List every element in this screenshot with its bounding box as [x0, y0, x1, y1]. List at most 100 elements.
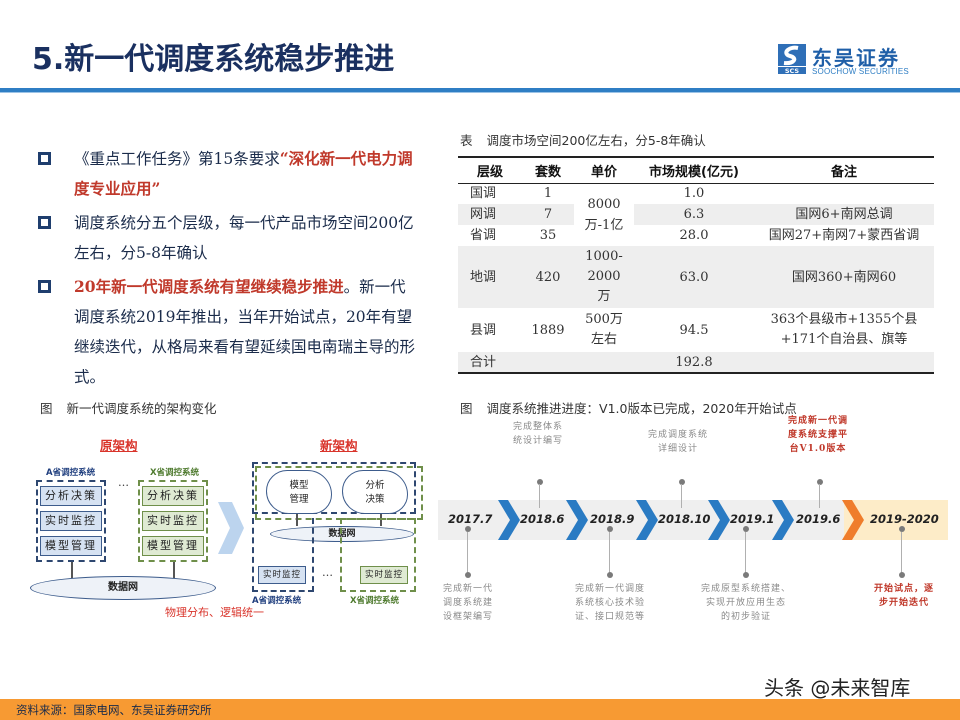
caption-prefix: 表	[460, 133, 473, 148]
milestone-dot	[743, 526, 749, 532]
milestone-date: 2018.6	[520, 512, 565, 526]
bullet-text: 《重点工作任务》第15条要求	[74, 150, 280, 168]
square-bullet-icon	[38, 280, 51, 293]
cell-count: 7	[522, 204, 574, 225]
caption-prefix: 图	[40, 401, 53, 416]
system-a-label: A省调控系统	[46, 468, 96, 478]
table-caption: 表调度市场空间200亿左右，分5-8年确认	[460, 130, 706, 149]
milestone-note: 完成调度系统详细设计	[647, 430, 708, 454]
column-header: 备注	[754, 156, 934, 184]
cell-level: 网调	[458, 204, 522, 225]
milestone-stem	[609, 532, 610, 574]
connector-line	[296, 514, 298, 526]
cell-count	[522, 352, 574, 374]
milestone-date: 2019.1	[730, 512, 775, 526]
milestone-dot	[899, 526, 905, 532]
table-row: 省调 35 28.0 国网27+南网7+蒙西省调	[458, 225, 934, 246]
bullet-text: 。新一代调度系统2019年推出，当年开始试点，20年有望继续迭代，从格局来看有望…	[74, 278, 416, 386]
milestone-note-highlight: 开始试点，逐步开始迭代	[873, 584, 934, 608]
column-header: 单价	[574, 156, 634, 184]
table-row: 网调 7 6.3 国网6+南网总调	[458, 204, 934, 225]
milestone-dot	[899, 572, 905, 578]
transform-arrow-icon	[218, 502, 244, 554]
connector-line	[380, 514, 382, 526]
chevron-right-icon	[566, 500, 588, 540]
module-realtime: 实时监控	[142, 511, 204, 531]
milestone-dot	[465, 572, 471, 578]
caption-prefix: 图	[460, 401, 473, 416]
square-bullet-icon	[38, 216, 51, 229]
system-x-label: X省调控系统	[350, 596, 400, 606]
logo-english-name: SOOCHOW SECURITIES	[812, 67, 909, 76]
cell-note	[754, 183, 934, 204]
cell-price	[574, 352, 634, 374]
cell-size: 192.8	[634, 352, 754, 374]
table-header-row: 层级 套数 单价 市场规模(亿元) 备注	[458, 156, 934, 184]
module-realtime-x: 实时监控	[360, 566, 408, 584]
module-realtime: 实时监控	[40, 511, 102, 531]
system-a-label: A省调控系统	[252, 596, 302, 606]
system-x-box	[138, 480, 208, 562]
architecture-figure-caption: 图新一代调度系统的架构变化	[40, 398, 217, 417]
architecture-footer-note: 物理分布、逻辑统一	[165, 606, 264, 619]
milestone-stem	[467, 532, 468, 574]
milestone-note: 完成整体系统设计编写	[512, 422, 563, 446]
data-network-ellipse: 数据网	[30, 576, 216, 600]
system-x-label: X省调控系统	[150, 468, 200, 478]
milestone-note: 完成原型系统搭建、实现开放应用生态的初步验证	[700, 584, 791, 622]
svg-text:SCS: SCS	[785, 67, 800, 74]
column-header: 套数	[522, 156, 574, 184]
cell-note: 国网360+南网60	[754, 246, 934, 308]
cell-note: 国网27+南网7+蒙西省调	[768, 228, 920, 243]
footer-bar: 资料来源：国家电网、东吴证券研究所	[0, 699, 960, 720]
caption-text: 调度市场空间200亿左右，分5-8年确认	[486, 133, 706, 148]
cloud-model-management: 模型管理	[266, 470, 332, 514]
ellipsis: …	[118, 476, 130, 489]
chevron-right-orange-icon	[842, 500, 864, 540]
chevron-right-icon	[636, 500, 658, 540]
milestone-dot	[465, 526, 471, 532]
caption-text: 新一代调度系统的架构变化	[66, 401, 217, 416]
milestone-date: 2019-2020	[870, 512, 939, 526]
old-architecture-title: 原架构	[100, 438, 138, 453]
milestone-dot	[743, 572, 749, 578]
milestone-date: 2018.10	[658, 512, 711, 526]
cell-level: 地调	[458, 246, 522, 308]
square-bullet-icon	[38, 152, 51, 165]
milestone-dot	[537, 479, 543, 485]
title-divider	[0, 88, 960, 93]
cell-size: 28.0	[679, 228, 709, 243]
milestone-dot	[817, 479, 823, 485]
bullet-item: 调度系统分五个层级，每一代产品市场空间200亿左右，分5-8年确认	[38, 208, 418, 268]
logo-chinese-name: 东吴证券	[812, 46, 900, 70]
milestone-note: 完成新一代调度系统建设框架编写	[442, 584, 493, 622]
milestone-date: 2018.9	[590, 512, 635, 526]
chevron-right-icon	[708, 500, 730, 540]
shared-platform-box	[252, 462, 416, 514]
cell-size: 6.3	[634, 204, 754, 225]
caption-text: 调度系统推进进度：V1.0版本已完成，2020年开始试点	[486, 401, 797, 416]
cell-level: 合计	[458, 352, 522, 374]
cell-count: 1889	[531, 322, 565, 338]
bullet-highlight: “深化新一代电力调度专业应用”	[74, 149, 413, 198]
cell-note: 363个县级市+1355个县+171个自治县、旗等	[770, 312, 918, 347]
table-row: 县调 1889 500万左右 94.5 363个县级市+1355个县+171个自…	[458, 308, 934, 352]
cell-level: 县调	[470, 322, 497, 338]
bullet-list: 《重点工作任务》第15条要求“深化新一代电力调度专业应用” 调度系统分五个层级，…	[38, 144, 418, 392]
column-header: 层级	[458, 156, 522, 184]
cell-level: 省调	[470, 228, 497, 243]
milestone-dot	[679, 479, 685, 485]
milestone-stem	[681, 484, 682, 508]
cell-note: 国网6+南网总调	[754, 204, 934, 225]
module-model: 模型管理	[142, 536, 204, 556]
cell-count: 420	[522, 246, 574, 308]
page-title: 5.新一代调度系统稳步推进	[32, 42, 395, 77]
cloud-analysis-decision: 分析决策	[342, 470, 408, 514]
chevron-right-icon	[498, 500, 520, 540]
cell-size: 63.0	[634, 246, 754, 308]
new-architecture-title: 新架构	[320, 438, 358, 453]
